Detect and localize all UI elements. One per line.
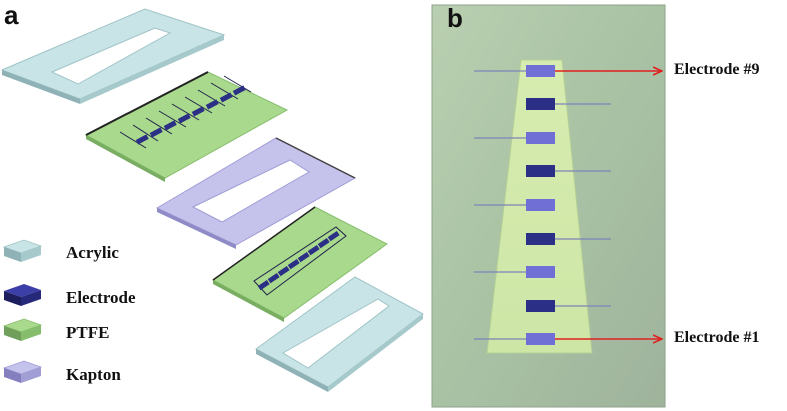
panel-label-a: a bbox=[4, 0, 19, 30]
legend-label-kapton: Kapton bbox=[66, 365, 121, 384]
legend-swatch-kapton bbox=[2, 360, 43, 383]
acrylic-layer-top bbox=[0, 8, 226, 104]
legend-swatch-electrode bbox=[4, 284, 41, 306]
ptfe-layer-electrodes bbox=[84, 71, 289, 182]
legend-label-ptfe: PTFE bbox=[66, 323, 110, 342]
callout-electrode-1: Electrode #1 bbox=[674, 329, 760, 346]
ptfe-layer-channel bbox=[212, 206, 388, 322]
device-photo bbox=[431, 4, 666, 408]
legend-swatch-ptfe bbox=[2, 318, 43, 341]
electrode-leads bbox=[474, 70, 611, 340]
panel-label-b: b bbox=[447, 3, 463, 33]
exploded-layer-stack bbox=[0, 8, 424, 392]
legend-swatch-acrylic bbox=[2, 239, 43, 262]
acrylic-layer-bottom bbox=[255, 276, 424, 392]
legend-label-electrode: Electrode bbox=[66, 288, 136, 307]
kapton-layer bbox=[155, 137, 357, 249]
legend-label-acrylic: Acrylic bbox=[66, 243, 119, 262]
legend bbox=[2, 239, 43, 383]
electrode-pads bbox=[526, 65, 555, 345]
callout-electrode-9: Electrode #9 bbox=[674, 61, 760, 78]
